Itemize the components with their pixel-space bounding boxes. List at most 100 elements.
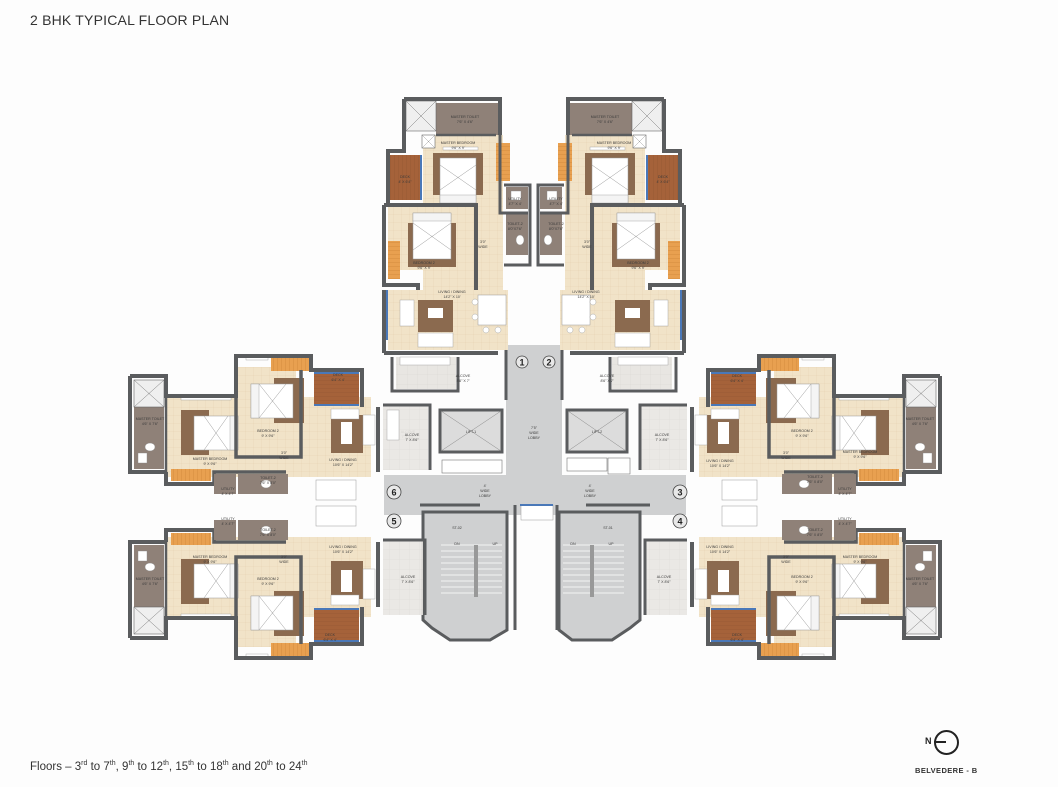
svg-text:BEDROOM 2: BEDROOM 2 <box>627 261 649 265</box>
svg-text:4' X 4'7": 4' X 4'7" <box>838 522 852 526</box>
svg-text:DECK: DECK <box>400 175 411 179</box>
svg-text:LOBBY: LOBBY <box>528 436 541 440</box>
svg-text:6'4" X 4': 6'4" X 4' <box>730 638 743 642</box>
svg-text:DECK: DECK <box>732 374 743 378</box>
svg-text:3'0": 3'0" <box>783 451 790 455</box>
svg-text:7'6" X 4'6": 7'6" X 4'6" <box>457 120 474 124</box>
svg-text:8'0"X7'6": 8'0"X7'6" <box>508 227 523 231</box>
compass-needle-icon <box>934 741 946 743</box>
flat-3: MASTER TOILET 4'6" X 7'6" MASTER BEDROOM… <box>638 354 942 501</box>
svg-text:LOBBY: LOBBY <box>584 494 597 498</box>
svg-text:TOILET-2: TOILET-2 <box>260 476 276 480</box>
flat-1: MASTER TOILET 7'6" X 4'6" MASTER BEDROOM… <box>382 97 532 393</box>
svg-text:UTILITY: UTILITY <box>221 487 235 491</box>
svg-text:9'6" X 9': 9'6" X 9' <box>417 266 430 270</box>
svg-text:LIVING / DINING: LIVING / DINING <box>706 545 734 549</box>
svg-text:WIDE: WIDE <box>529 431 539 435</box>
svg-text:ALCOVE: ALCOVE <box>657 575 672 579</box>
svg-text:9' X 9'6": 9' X 9'6" <box>261 434 275 438</box>
svg-text:WIDE: WIDE <box>582 245 592 249</box>
svg-text:LIVING / DINING: LIVING / DINING <box>329 545 357 549</box>
stair-02-label: ST-02 <box>452 526 462 530</box>
svg-text:4'7" X 4': 4'7" X 4' <box>508 202 521 206</box>
north-compass-icon: N <box>925 728 965 756</box>
svg-text:MASTER TOILET: MASTER TOILET <box>906 417 935 421</box>
svg-text:TOILET-2: TOILET-2 <box>507 222 523 226</box>
flat-4-number: 4 <box>677 517 682 527</box>
svg-text:4'6" X 7'6": 4'6" X 7'6" <box>142 422 159 426</box>
svg-text:DN: DN <box>570 542 576 546</box>
svg-text:MASTER BEDROOM: MASTER BEDROOM <box>843 555 878 559</box>
svg-text:LIVING / DINING: LIVING / DINING <box>329 458 357 462</box>
svg-text:WIDE: WIDE <box>781 456 791 460</box>
flat-5-number: 5 <box>391 517 396 527</box>
svg-text:DN: DN <box>454 542 460 546</box>
svg-text:3'0": 3'0" <box>584 240 591 244</box>
flat-2: MASTER TOILET 7'6" X 4'6" MASTER BEDROOM… <box>536 97 686 393</box>
svg-text:MASTER TOILET: MASTER TOILET <box>136 577 165 581</box>
svg-text:9' X 9'6": 9' X 9'6" <box>203 560 217 564</box>
svg-text:DECK: DECK <box>732 633 743 637</box>
svg-text:UTILITY: UTILITY <box>508 197 522 201</box>
svg-text:UP: UP <box>609 542 615 546</box>
svg-text:BEDROOM 2: BEDROOM 2 <box>791 429 813 433</box>
svg-text:BEDROOM 2: BEDROOM 2 <box>791 575 813 579</box>
svg-text:8'6" X 7': 8'6" X 7' <box>456 379 469 383</box>
page-title: 2 BHK TYPICAL FLOOR PLAN <box>30 12 230 28</box>
svg-text:MASTER TOILET: MASTER TOILET <box>591 115 620 119</box>
svg-text:4' X 6'4": 4' X 6'4" <box>398 180 412 184</box>
svg-text:4' X 4'7": 4' X 4'7" <box>838 492 852 496</box>
svg-text:WIDE: WIDE <box>781 560 791 564</box>
svg-text:WIDE: WIDE <box>279 456 289 460</box>
svg-text:7'6" X 8'0": 7'6" X 8'0" <box>807 533 824 537</box>
svg-text:9' X 9'6": 9' X 9'6" <box>795 580 809 584</box>
svg-text:6'4" X 4': 6'4" X 4' <box>331 378 344 382</box>
svg-text:TOILET-2: TOILET-2 <box>807 528 823 532</box>
svg-text:LIVING / DINING: LIVING / DINING <box>706 459 734 463</box>
svg-text:4'6" X 7'6": 4'6" X 7'6" <box>142 582 159 586</box>
svg-text:WIDE: WIDE <box>480 489 490 493</box>
lift-1-label: LIFT-1 <box>466 430 476 434</box>
svg-text:BEDROOM 2: BEDROOM 2 <box>257 429 279 433</box>
svg-text:LIVING / DINING: LIVING / DINING <box>438 290 466 294</box>
svg-text:9' X 9'6": 9' X 9'6" <box>853 560 867 564</box>
svg-text:7'6" X 4'6": 7'6" X 4'6" <box>597 120 614 124</box>
svg-text:9'6" X 9': 9'6" X 9' <box>631 266 644 270</box>
svg-text:UTILITY: UTILITY <box>549 197 563 201</box>
svg-text:7' X 8'6": 7' X 8'6" <box>657 580 671 584</box>
svg-text:9' X 9'6": 9' X 9'6" <box>261 582 275 586</box>
svg-text:4' X 4'7": 4' X 4'7" <box>221 522 235 526</box>
svg-text:MASTER BEDROOM: MASTER BEDROOM <box>843 450 878 454</box>
svg-text:UTILITY: UTILITY <box>838 517 852 521</box>
svg-text:TOILET-2: TOILET-2 <box>807 475 823 479</box>
project-name: BELVEDERE - B <box>915 766 978 775</box>
floors-note: Floors – 3rd to 7th, 9th to 12th, 15th t… <box>30 760 308 773</box>
flat-6: MASTER TOILET 4'6" X 7'6" MASTER BEDROOM… <box>128 354 432 501</box>
svg-text:6'4" X 4': 6'4" X 4' <box>730 379 743 383</box>
svg-text:4'6" X 7'6": 4'6" X 7'6" <box>912 422 929 426</box>
flat-5: MASTER TOILET 4'6" X 7'6" MASTER BEDROOM… <box>128 505 427 660</box>
svg-text:8'0"X7'6": 8'0"X7'6" <box>549 227 564 231</box>
north-label: N <box>925 736 932 746</box>
svg-text:14'2" X 10': 14'2" X 10' <box>443 295 460 299</box>
svg-text:3'0": 3'0" <box>480 240 487 244</box>
svg-text:WIDE: WIDE <box>279 560 289 564</box>
svg-text:7'6" X 8'0": 7'6" X 8'0" <box>807 480 824 484</box>
svg-text:WIDE: WIDE <box>585 489 595 493</box>
svg-text:7' X 8'6": 7' X 8'6" <box>655 438 669 442</box>
svg-text:9' X 9'6": 9' X 9'6" <box>203 462 217 466</box>
core: 7'5" WIDE LOBBY 4' WIDE LOBBY 4' WIDE LO… <box>384 345 686 642</box>
svg-text:ALCOVE: ALCOVE <box>655 433 670 437</box>
svg-text:TOILET-2: TOILET-2 <box>548 222 564 226</box>
svg-text:9' X 9'6": 9' X 9'6" <box>795 434 809 438</box>
svg-text:4' X 6'4": 4' X 6'4" <box>656 180 670 184</box>
svg-text:7'6" X 8'0": 7'6" X 8'0" <box>260 481 277 485</box>
left-lobby-width: 4' <box>484 484 487 488</box>
main-lobby-width: 7'5" <box>531 426 538 430</box>
svg-text:ALCOVE: ALCOVE <box>456 374 471 378</box>
svg-text:9'6" X 9': 9'6" X 9' <box>607 146 620 150</box>
svg-text:8'6" X 7': 8'6" X 7' <box>600 379 613 383</box>
svg-text:UTILITY: UTILITY <box>221 517 235 521</box>
svg-text:DECK: DECK <box>325 633 336 637</box>
